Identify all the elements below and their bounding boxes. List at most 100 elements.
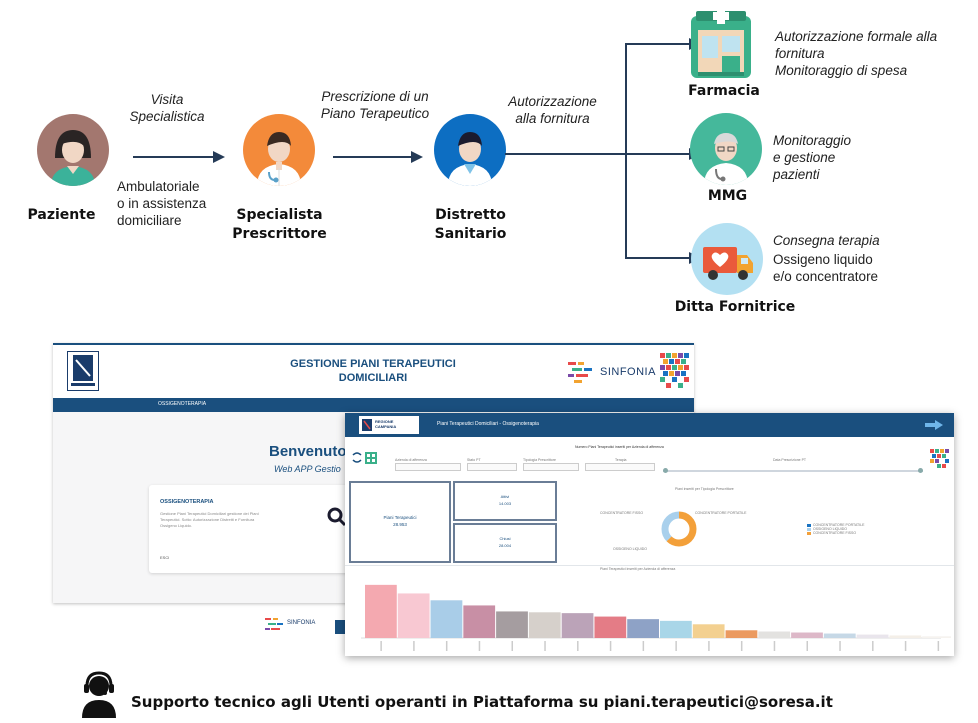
- ditta-label: Ditta Fornitrice: [674, 299, 796, 315]
- arrow3-top-label: Autorizzazione alla fornitura: [508, 94, 597, 126]
- kpi-main-value: 28.953: [393, 522, 407, 527]
- bar: [922, 636, 951, 638]
- kpi-chiusi-value: 28.004: [498, 543, 512, 548]
- bar: [528, 612, 561, 638]
- bar-category-tick: [872, 641, 874, 651]
- arrow-right-icon[interactable]: [925, 420, 945, 430]
- mmg-desc: Monitoraggio e gestione pazienti: [773, 133, 852, 182]
- bar: [594, 616, 627, 638]
- bars-divider: [345, 565, 954, 566]
- filter-0[interactable]: Azienda di afferenza: [395, 458, 461, 471]
- bar-category-tick: [511, 641, 513, 651]
- bar-category-tick: [937, 641, 940, 651]
- filter-label: Stato PT: [467, 458, 481, 462]
- sinfonia-brand: SINFONIA: [600, 366, 656, 378]
- delivery-truck-icon: [703, 247, 753, 280]
- bar-category-tick: [839, 641, 841, 651]
- bar: [889, 635, 922, 638]
- bar-category-tick: [380, 641, 382, 651]
- sinfonia-logo: SINFONIA: [568, 353, 689, 395]
- search-icon: [327, 507, 347, 527]
- arrow2-top-label: Prescrizione di un Piano Terapeutico: [320, 89, 430, 121]
- filter-label: Tipologia Prescrittore: [523, 458, 556, 462]
- branch-arrows: [505, 38, 701, 264]
- donut-title: Piani inseriti per Tipologia Prescrittor…: [675, 487, 734, 491]
- welcome-title: Benvenuto: [269, 443, 347, 460]
- bar-category-tick: [806, 641, 808, 651]
- bar-category-tick: [577, 641, 579, 651]
- filter-dropdown[interactable]: [395, 463, 461, 471]
- legend-item: CONCENTRATORE PORTATILE: [807, 523, 897, 527]
- legend-label: OSSIGENO LIQUIDO: [813, 527, 848, 531]
- bar-category-tick: [609, 641, 612, 651]
- card-text: Gestione Piani Terapeutici Domiciliari g…: [160, 511, 259, 528]
- farmacia-label: Farmacia: [688, 83, 760, 99]
- legend-label: CONCENTRATORE PORTATILE: [813, 523, 865, 527]
- bar: [725, 630, 758, 638]
- slider-handle-start[interactable]: [663, 468, 668, 473]
- welcome-subtitle: Web APP Gestio: [274, 464, 341, 474]
- bar-category-tick: [773, 641, 776, 651]
- ditta-desc-italic: Consegna terapia: [773, 233, 880, 248]
- kpi-attivi-value: 14.003: [498, 501, 512, 506]
- paziente-avatar: [37, 114, 109, 186]
- filter-dropdown[interactable]: [467, 463, 517, 471]
- farmacia-avatar: [688, 8, 754, 80]
- coat-of-arms-icon: [71, 355, 95, 386]
- bar: [692, 624, 725, 638]
- header-logo-box: REGIONE CAMPANIA: [359, 416, 419, 434]
- dashboard-header: REGIONE CAMPANIA Piani Terapeutici Domic…: [345, 413, 954, 437]
- donut-label-portatile: CONCENTRATORE PORTATILE: [695, 511, 747, 515]
- filter-2[interactable]: Tipologia Prescrittore: [523, 458, 579, 471]
- filter-3[interactable]: Terapia: [585, 458, 655, 471]
- doctor-icon: [704, 133, 748, 185]
- app1-nav: OSSIGENOTERAPIA: [53, 398, 694, 412]
- distretto-label: Distretto Sanitario: [434, 207, 507, 242]
- filter-1[interactable]: Stato PT: [467, 458, 517, 471]
- dashboard-screenshot: REGIONE CAMPANIA Piani Terapeutici Domic…: [345, 413, 954, 656]
- filter-4[interactable]: Data Prescrizione PT: [663, 458, 923, 473]
- app1-title: GESTIONE PIANI TERAPEUTICI DOMICILIARI: [290, 358, 456, 384]
- distretto-avatar: [434, 114, 506, 186]
- doctor-icon: [448, 132, 492, 186]
- mosaic-pattern-icon: [660, 353, 689, 388]
- bar-category-tick: [478, 641, 481, 651]
- ditta-desc-plain: Ossigeno liquido e/o concentratore: [773, 252, 879, 284]
- bar-category-tick: [642, 641, 645, 651]
- card-exit-link[interactable]: ESCI: [160, 555, 170, 560]
- filter-dropdown[interactable]: [585, 463, 655, 471]
- bar: [365, 584, 397, 638]
- header-title: Piani Terapeutici Domiciliari - Ossigeno…: [437, 421, 539, 427]
- nav-item-ossigenoterapia[interactable]: OSSIGENOTERAPIA: [158, 401, 207, 407]
- specialista-avatar: [243, 114, 315, 186]
- ossigenoterapia-card[interactable]: OSSIGENOTERAPIA Gestione Piani Terapeuti…: [149, 485, 349, 573]
- date-slider[interactable]: [663, 468, 923, 473]
- filter-dropdown[interactable]: [523, 463, 579, 471]
- mosaic-pattern-icon: [930, 449, 949, 468]
- filter-label: Data Prescrizione PT: [773, 458, 807, 462]
- legend-label: CONCENTRATORE FISSO: [813, 531, 857, 535]
- filter-label: Terapia: [615, 458, 627, 462]
- slider-handle-end[interactable]: [918, 468, 923, 473]
- bar-category-tick: [544, 641, 546, 651]
- header-brand: REGIONE CAMPANIA: [375, 419, 397, 429]
- ditta-avatar: [691, 223, 763, 295]
- coat-of-arms-icon: [362, 419, 372, 431]
- legend-item: CONCENTRATORE FISSO: [807, 531, 897, 535]
- mmg-label: MMG: [707, 188, 748, 204]
- donut-label-liquido: OSSIGENO LIQUIDO: [613, 547, 648, 551]
- mmg-avatar: [690, 113, 762, 185]
- farmacia-desc: Autorizzazione formale alla fornitura Mo…: [775, 29, 938, 78]
- bar: [791, 632, 823, 638]
- arrow-right-icon: [333, 151, 423, 163]
- app1-header: GESTIONE PIANI TERAPEUTICI DOMICILIARI S…: [53, 343, 694, 400]
- filter-label: Azienda di afferenza: [395, 458, 427, 462]
- bar: [463, 605, 496, 638]
- bar: [627, 619, 659, 638]
- filter-toolbar-icons[interactable]: [351, 451, 381, 465]
- arrow-right-icon: [133, 151, 225, 163]
- bar-category-tick: [708, 641, 710, 651]
- footer-region-badge: [335, 620, 347, 634]
- card-title: OSSIGENOTERAPIA: [160, 499, 214, 505]
- bars-title: Piani Terapeutici inseriti per Azienda d…: [600, 567, 676, 571]
